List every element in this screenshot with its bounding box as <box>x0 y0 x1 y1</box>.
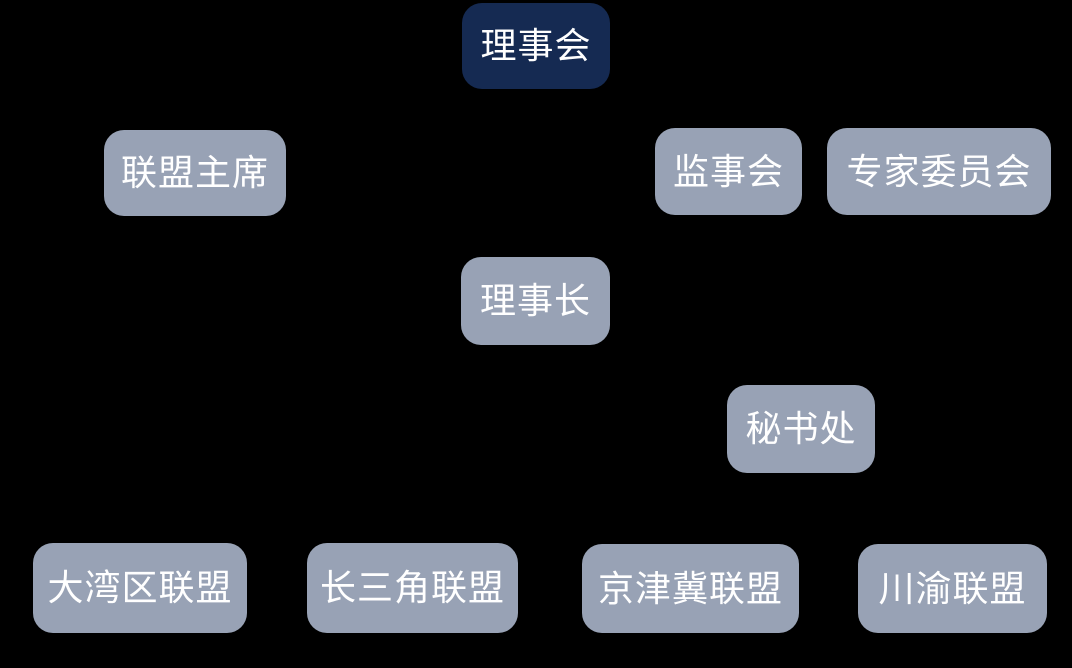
org-node-yangtze-river-delta-alliance: 长三角联盟 <box>307 543 518 633</box>
org-node-beijing-tianjin-hebei-alliance: 京津冀联盟 <box>582 544 799 633</box>
org-node-greater-bay-area-alliance: 大湾区联盟 <box>33 543 247 633</box>
org-node-council: 理事会 <box>462 3 610 89</box>
org-node-alliance-chairman: 联盟主席 <box>104 130 286 216</box>
org-node-secretariat: 秘书处 <box>727 385 875 473</box>
org-node-supervisory-board: 监事会 <box>655 128 802 215</box>
org-node-expert-committee: 专家委员会 <box>827 128 1051 215</box>
org-node-sichuan-chongqing-alliance: 川渝联盟 <box>858 544 1047 633</box>
org-node-board-chairman: 理事长 <box>461 257 610 345</box>
